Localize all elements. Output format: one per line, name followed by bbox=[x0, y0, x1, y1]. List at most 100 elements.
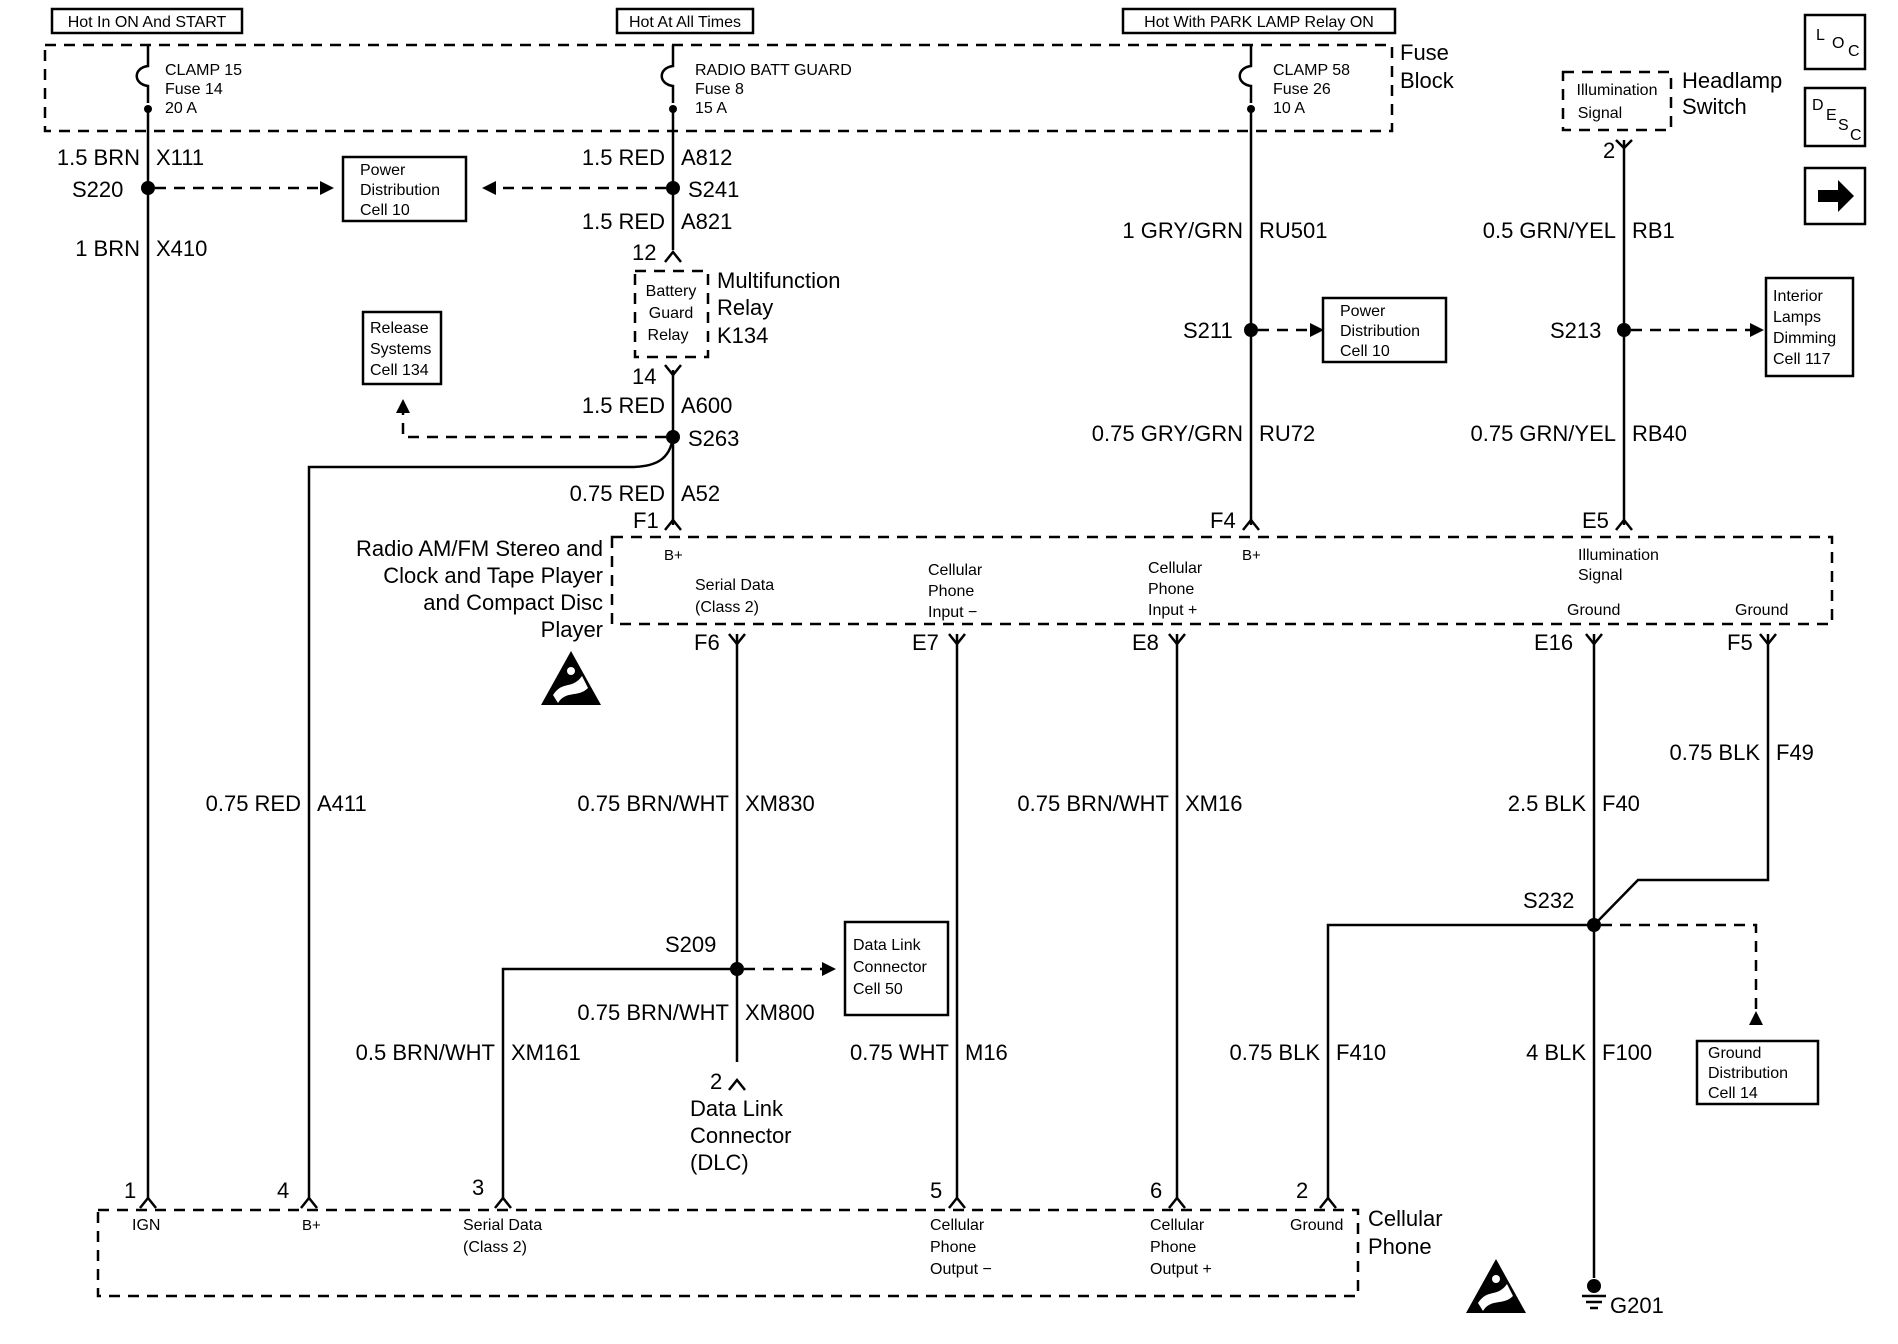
svg-text:1.5 BRN: 1.5 BRN bbox=[57, 145, 140, 170]
svg-text:XM830: XM830 bbox=[745, 791, 815, 816]
svg-text:Dimming: Dimming bbox=[1773, 330, 1836, 347]
ref-power-distribution-top[interactable]: Power Distribution Cell 10 bbox=[341, 155, 468, 223]
svg-text:Cell 10: Cell 10 bbox=[360, 202, 410, 219]
ref-interior-lamps[interactable]: Interior Lamps Dimming Cell 117 bbox=[1764, 276, 1855, 378]
svg-text:A600: A600 bbox=[681, 393, 732, 418]
svg-text:4 BLK: 4 BLK bbox=[1526, 1040, 1586, 1065]
ref-release-systems[interactable]: Release Systems Cell 134 bbox=[361, 310, 443, 386]
hot-label-all-times: Hot At All Times bbox=[615, 7, 755, 35]
svg-text:Output +: Output + bbox=[1150, 1261, 1212, 1278]
svg-text:XM161: XM161 bbox=[511, 1040, 581, 1065]
svg-text:S: S bbox=[1838, 117, 1849, 134]
svg-text:Fuse 26: Fuse 26 bbox=[1273, 81, 1331, 98]
next-page-button[interactable] bbox=[1803, 166, 1867, 226]
svg-text:Data Link: Data Link bbox=[690, 1096, 784, 1121]
svg-text:F5: F5 bbox=[1727, 630, 1753, 655]
fuse-block-title: Fuse bbox=[1400, 40, 1449, 65]
svg-text:A52: A52 bbox=[681, 481, 720, 506]
svg-text:E8: E8 bbox=[1132, 630, 1159, 655]
svg-text:0.75 BRN/WHT: 0.75 BRN/WHT bbox=[577, 791, 729, 816]
svg-text:Player: Player bbox=[541, 617, 603, 642]
svg-text:Ground: Ground bbox=[1567, 602, 1620, 619]
svg-text:F40: F40 bbox=[1602, 791, 1640, 816]
svg-text:Guard: Guard bbox=[649, 305, 693, 322]
svg-text:2: 2 bbox=[1296, 1178, 1308, 1203]
connector-marks bbox=[139, 139, 1777, 1209]
splice-s211: S211 bbox=[1183, 318, 1233, 343]
splice-dots bbox=[141, 181, 1631, 976]
svg-text:1.5 RED: 1.5 RED bbox=[582, 145, 665, 170]
svg-text:Power: Power bbox=[360, 162, 406, 179]
svg-text:L: L bbox=[1816, 27, 1825, 44]
arrow-right-icon bbox=[1818, 180, 1854, 212]
cellular-phone-component: Cellular Phone 1 4 3 5 6 2 IGN B+ Serial… bbox=[96, 1175, 1443, 1298]
svg-text:0.75 GRY/GRN: 0.75 GRY/GRN bbox=[1092, 421, 1243, 446]
svg-text:0.5 BRN/WHT: 0.5 BRN/WHT bbox=[356, 1040, 495, 1065]
svg-text:Hot At All Times: Hot At All Times bbox=[629, 14, 741, 31]
svg-text:Headlamp: Headlamp bbox=[1682, 68, 1782, 93]
svg-text:Relay: Relay bbox=[717, 295, 773, 320]
svg-text:Phone: Phone bbox=[928, 583, 974, 600]
svg-text:RB40: RB40 bbox=[1632, 421, 1687, 446]
svg-text:2: 2 bbox=[710, 1069, 722, 1094]
svg-text:CLAMP 58: CLAMP 58 bbox=[1273, 62, 1350, 79]
svg-text:X111: X111 bbox=[156, 145, 204, 170]
fuse-8: RADIO BATT GUARD Fuse 8 15 A bbox=[660, 45, 852, 117]
svg-text:Distribution: Distribution bbox=[360, 182, 440, 199]
svg-text:Fuse 8: Fuse 8 bbox=[695, 81, 744, 98]
svg-text:0.75 BLK: 0.75 BLK bbox=[1669, 740, 1760, 765]
svg-text:F1: F1 bbox=[633, 508, 659, 533]
svg-text:K134: K134 bbox=[717, 323, 768, 348]
svg-text:E16: E16 bbox=[1534, 630, 1573, 655]
svg-text:Connector: Connector bbox=[690, 1123, 792, 1148]
wire-xm161 bbox=[501, 967, 737, 1198]
svg-text:5: 5 bbox=[930, 1178, 942, 1203]
svg-text:Switch: Switch bbox=[1682, 94, 1747, 119]
svg-text:and Compact Disc: and Compact Disc bbox=[423, 590, 603, 615]
esd-warning-icon bbox=[541, 651, 601, 705]
splice-s232: S232 bbox=[1523, 888, 1574, 913]
svg-text:2.5 BLK: 2.5 BLK bbox=[1508, 791, 1587, 816]
ground-g201-label: G201 bbox=[1610, 1293, 1664, 1318]
svg-text:F6: F6 bbox=[694, 630, 720, 655]
svg-text:Cellular: Cellular bbox=[930, 1217, 985, 1234]
svg-text:Signal: Signal bbox=[1578, 567, 1622, 584]
ref-power-distribution-mid[interactable]: Power Distribution Cell 10 bbox=[1321, 296, 1448, 364]
svg-text:Serial Data: Serial Data bbox=[695, 577, 774, 594]
fuse-block-title-2: Block bbox=[1400, 68, 1455, 93]
svg-text:Power: Power bbox=[1340, 303, 1386, 320]
loc-button[interactable]: L O C bbox=[1803, 13, 1867, 71]
svg-text:2: 2 bbox=[1603, 138, 1615, 163]
svg-text:B+: B+ bbox=[664, 547, 683, 564]
svg-text:6: 6 bbox=[1150, 1178, 1162, 1203]
svg-text:0.75 BRN/WHT: 0.75 BRN/WHT bbox=[1017, 791, 1169, 816]
splice-s213: S213 bbox=[1550, 318, 1601, 343]
svg-text:Radio AM/FM Stereo and: Radio AM/FM Stereo and bbox=[356, 536, 603, 561]
svg-text:F410: F410 bbox=[1336, 1040, 1386, 1065]
splice-s241: S241 bbox=[688, 177, 739, 202]
radio-component: Radio AM/FM Stereo and Clock and Tape Pl… bbox=[356, 508, 1834, 655]
desc-button[interactable]: D E S C bbox=[1803, 86, 1867, 148]
svg-text:Relay: Relay bbox=[648, 327, 689, 344]
svg-text:0.5 GRN/YEL: 0.5 GRN/YEL bbox=[1483, 218, 1616, 243]
svg-text:X410: X410 bbox=[156, 236, 207, 261]
svg-text:(Class 2): (Class 2) bbox=[695, 599, 759, 616]
svg-text:Hot With PARK LAMP Relay ON: Hot With PARK LAMP Relay ON bbox=[1144, 14, 1374, 31]
ref-data-link-connector[interactable]: Data Link Connector Cell 50 bbox=[843, 920, 950, 1017]
svg-text:(Class 2): (Class 2) bbox=[463, 1239, 527, 1256]
svg-text:F4: F4 bbox=[1210, 508, 1236, 533]
wire-f49 bbox=[1593, 634, 1770, 926]
svg-text:0.75 GRN/YEL: 0.75 GRN/YEL bbox=[1470, 421, 1616, 446]
svg-text:A812: A812 bbox=[681, 145, 732, 170]
svg-text:Output −: Output − bbox=[930, 1261, 992, 1278]
splice-s209: S209 bbox=[665, 932, 716, 957]
svg-text:C: C bbox=[1848, 43, 1860, 60]
svg-text:Cell 134: Cell 134 bbox=[370, 362, 429, 379]
reference-links bbox=[155, 181, 1764, 1025]
svg-text:1.5 RED: 1.5 RED bbox=[582, 393, 665, 418]
svg-text:Cellular: Cellular bbox=[928, 562, 983, 579]
svg-text:B+: B+ bbox=[302, 1217, 321, 1234]
svg-text:Clock and Tape Player: Clock and Tape Player bbox=[383, 563, 603, 588]
ref-ground-distribution[interactable]: Ground Distribution Cell 14 bbox=[1695, 1039, 1820, 1106]
